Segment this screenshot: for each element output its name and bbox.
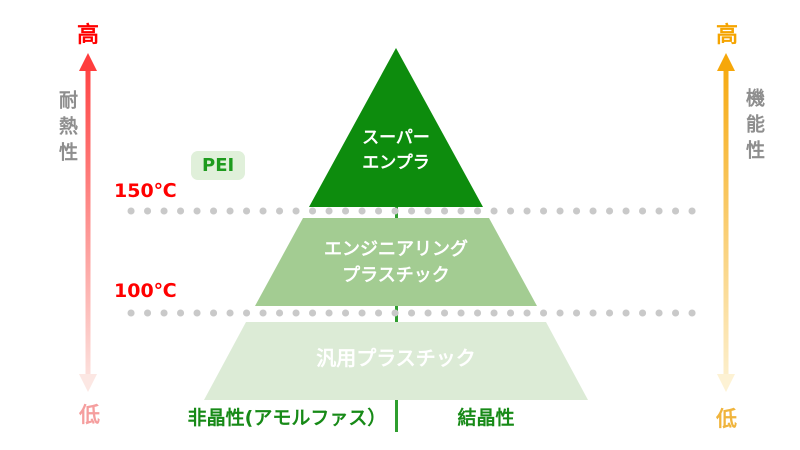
tier1-label-line2: エンプラ — [362, 153, 430, 173]
left-axis-low-label: 低 — [79, 403, 100, 427]
left-axis-name: 耐熱性 — [56, 90, 78, 168]
tier3-label: 汎用プラスチック — [316, 346, 476, 370]
tier2-label-line1: エンジニアリング — [324, 239, 468, 260]
heat-resistance-arrow-up-icon — [79, 53, 97, 71]
threshold-100-label: 100℃ — [114, 280, 177, 302]
amorphous-label: 非晶性(アモルファス） — [187, 407, 387, 429]
right-axis-low-label: 低 — [716, 407, 737, 431]
tier1-label-line1: スーパー — [362, 128, 430, 148]
heat-resistance-arrow-down-icon — [79, 374, 97, 392]
left-axis-high-label: 高 — [77, 23, 100, 48]
tier3-label-line1: 汎用プラスチック — [316, 346, 476, 370]
threshold-150-label: 150℃ — [114, 180, 177, 202]
functionality-arrow-down-icon — [717, 374, 735, 392]
tier-super-engineering-plastics — [309, 48, 483, 207]
pei-badge: PEI — [191, 151, 246, 180]
tier1-label: スーパー エンプラ — [362, 126, 430, 176]
functionality-arrow-up-icon — [717, 53, 735, 71]
tier-engineering-plastics — [255, 218, 537, 306]
right-axis-name: 機能性 — [743, 88, 765, 166]
tier-general-purpose-plastics — [204, 322, 588, 400]
tier2-label: エンジニアリング プラスチック — [324, 237, 468, 289]
right-axis-high-label: 高 — [716, 23, 739, 48]
crystalline-label: 結晶性 — [457, 407, 515, 429]
tier2-label-line2: プラスチック — [342, 265, 450, 286]
